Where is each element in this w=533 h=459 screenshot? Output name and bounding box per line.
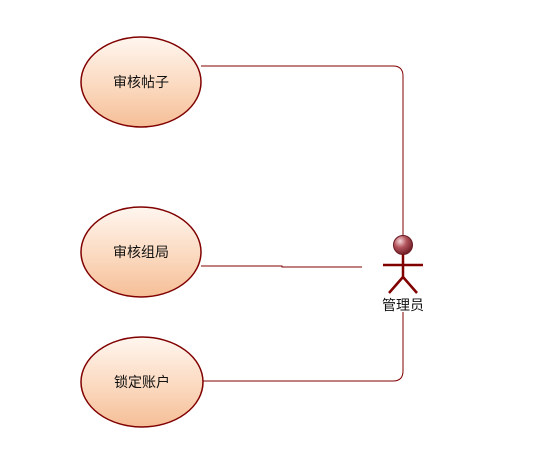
association-uc3[interactable]: [203, 312, 404, 382]
actor-head-icon: [393, 235, 413, 255]
use-case-label: 审核组局: [113, 245, 169, 261]
use-case-label: 审核帖子: [113, 75, 169, 91]
actor-label: 管理员: [382, 298, 424, 314]
use-case-ellipse: [80, 206, 202, 298]
use-case-label: 锁定账户: [114, 374, 170, 391]
use-case-ellipse: [80, 336, 204, 428]
actor-leg-right-icon: [402, 276, 418, 294]
association-uc2[interactable]: [201, 265, 362, 268]
use-case-review-posts[interactable]: 审核帖子: [80, 36, 202, 128]
actor-admin[interactable]: 管理员: [382, 235, 424, 315]
use-case-review-gatherings[interactable]: 审核组局: [80, 206, 202, 298]
actor-leg-left-icon: [388, 276, 404, 294]
use-case-lock-account[interactable]: 锁定账户: [80, 336, 204, 428]
association-uc1[interactable]: [201, 65, 404, 236]
use-case-ellipse: [80, 36, 202, 128]
